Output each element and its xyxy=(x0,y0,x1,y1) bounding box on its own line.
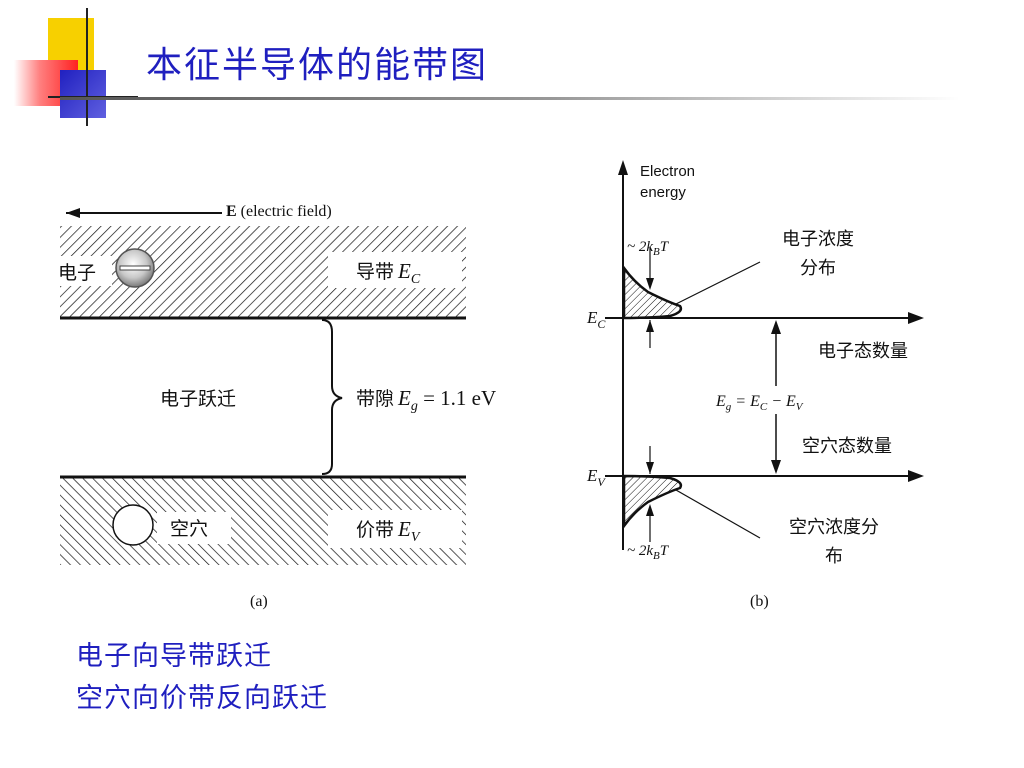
band-gap-brace xyxy=(321,319,343,475)
hole-states-label-bg xyxy=(796,430,926,460)
electron-label-bg xyxy=(56,256,112,286)
gap-equation: Eg = EC − EV xyxy=(715,393,804,413)
valence-band-label-bg xyxy=(328,510,462,548)
hole-label: 空穴 xyxy=(170,518,208,540)
figure-b: Electron energy EC EV ~ 2kBT ~ 2kBT xyxy=(586,160,926,610)
figure-a-caption: (a) xyxy=(250,593,268,610)
axis-label-line1: Electron xyxy=(640,163,695,180)
transition-label-bg xyxy=(140,383,270,413)
electron-dist-label-line2: 分布 xyxy=(800,258,836,279)
gap-equation-bg xyxy=(712,386,840,414)
hole-dist-label-line1: 空穴浓度分 xyxy=(789,517,879,538)
hole-states-label: 空穴态数量 xyxy=(802,436,892,457)
transition-label: 电子跃迁 xyxy=(160,388,236,410)
axis-label-line2: energy xyxy=(640,184,686,201)
energy-axis-arrowhead xyxy=(618,160,628,175)
ev-label: EV xyxy=(586,466,606,489)
slide-title: 本征半导体的能带图 xyxy=(146,45,489,86)
electron-states-label: 电子态数量 xyxy=(818,341,908,362)
hole-ball xyxy=(112,504,154,546)
title-underline xyxy=(60,97,960,100)
electron-label: 电子 xyxy=(58,262,96,284)
gap-arrowhead-down xyxy=(771,460,781,474)
hole-label-bg xyxy=(157,512,231,544)
hole-dist-label-line2: 布 xyxy=(825,546,843,567)
logo-blue-square xyxy=(60,70,106,118)
ev-arrowhead xyxy=(908,470,924,482)
electron-dist-leader xyxy=(675,261,761,305)
ec-label: EC xyxy=(586,308,606,331)
electric-field-arrowhead xyxy=(66,208,80,218)
figure-b-caption: (b) xyxy=(750,593,769,610)
electron-dist-label-line1: 电子浓度 xyxy=(782,229,854,250)
electron-distribution-curve xyxy=(622,264,683,320)
kbt-bottom-arrowhead-upper xyxy=(646,462,654,474)
hole-distribution-curve xyxy=(622,474,683,530)
kbt-top-arrowhead-upper xyxy=(646,278,654,290)
kbt-bottom-label: ~ 2kBT xyxy=(627,543,670,562)
kbt-bottom-arrowhead-lower xyxy=(646,504,654,516)
logo-vertical-line xyxy=(86,8,88,126)
gap-arrowhead-up xyxy=(771,320,781,334)
hole-dist-leader xyxy=(675,489,761,539)
minus-sign-icon xyxy=(119,265,151,271)
conduction-band-label-bg xyxy=(328,252,462,288)
kbt-top-label: ~ 2kBT xyxy=(627,239,670,258)
ec-arrowhead xyxy=(908,312,924,324)
electric-field-label: E (electric field) xyxy=(226,203,332,220)
summary-line-1: 电子向导带跃迁 xyxy=(76,641,272,672)
summary-line-2: 空穴向价带反向跃迁 xyxy=(76,683,328,714)
kbt-top-arrowhead-lower xyxy=(646,320,654,332)
